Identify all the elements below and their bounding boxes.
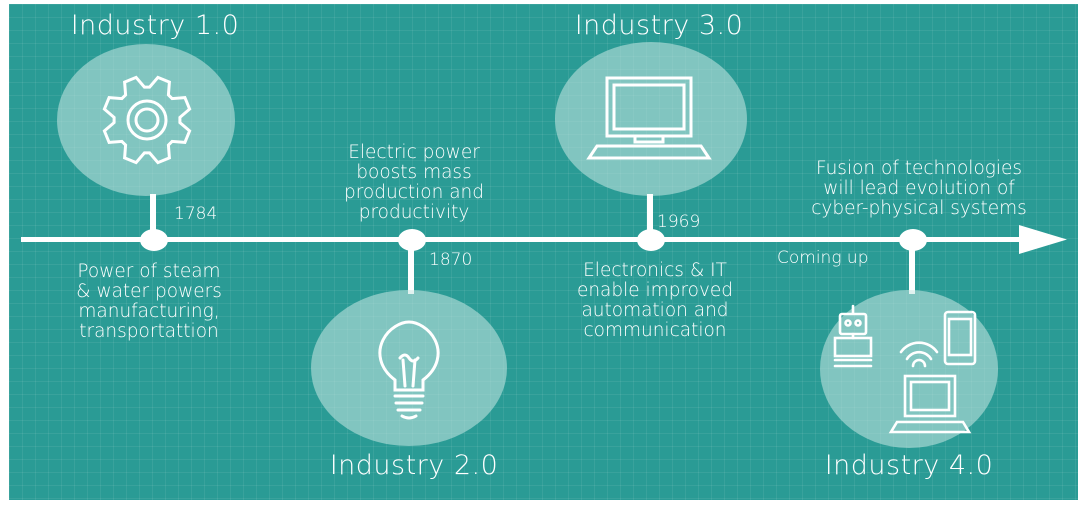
stage-3-description: Electronics & IT enable improved automat… xyxy=(576,260,734,341)
stage-2-year: 1870 xyxy=(429,250,473,270)
stage-4-title: Industry 4.0 xyxy=(824,450,994,481)
stage-4-connector xyxy=(909,244,915,294)
gear-icon xyxy=(102,75,192,165)
stage-1-description: Power of steam & water powers manufactur… xyxy=(76,261,222,342)
computer-icon xyxy=(586,76,712,160)
stage-4-year: Coming up xyxy=(777,248,869,268)
lightbulb-icon xyxy=(378,320,440,420)
stage-1-node xyxy=(140,229,168,251)
stage-2-connector xyxy=(408,244,414,294)
stage-3-connector xyxy=(647,194,653,234)
stage-2-title: Industry 2.0 xyxy=(329,450,499,481)
stage-1-disc xyxy=(57,44,235,196)
stage-1-title: Industry 1.0 xyxy=(70,10,240,41)
connected-devices-icon xyxy=(833,304,977,434)
timeline-arrow xyxy=(21,225,1067,254)
industry-timeline-infographic: Industry 1.0 1784 Power of steam & water… xyxy=(9,4,1078,500)
stage-3-title: Industry 3.0 xyxy=(574,10,744,41)
stage-4-node xyxy=(899,229,927,251)
stage-2-node xyxy=(398,229,426,251)
stage-2-disc xyxy=(311,290,507,446)
stage-3-disc xyxy=(555,42,747,196)
stage-2-description: Electric power boosts mass production an… xyxy=(343,142,485,223)
stage-3-node xyxy=(637,229,665,251)
stage-3-year: 1969 xyxy=(657,212,701,232)
stage-4-description: Fusion of technologies will lead evoluti… xyxy=(811,158,1027,219)
stage-1-connector xyxy=(150,194,156,234)
stage-1-year: 1784 xyxy=(174,204,218,224)
